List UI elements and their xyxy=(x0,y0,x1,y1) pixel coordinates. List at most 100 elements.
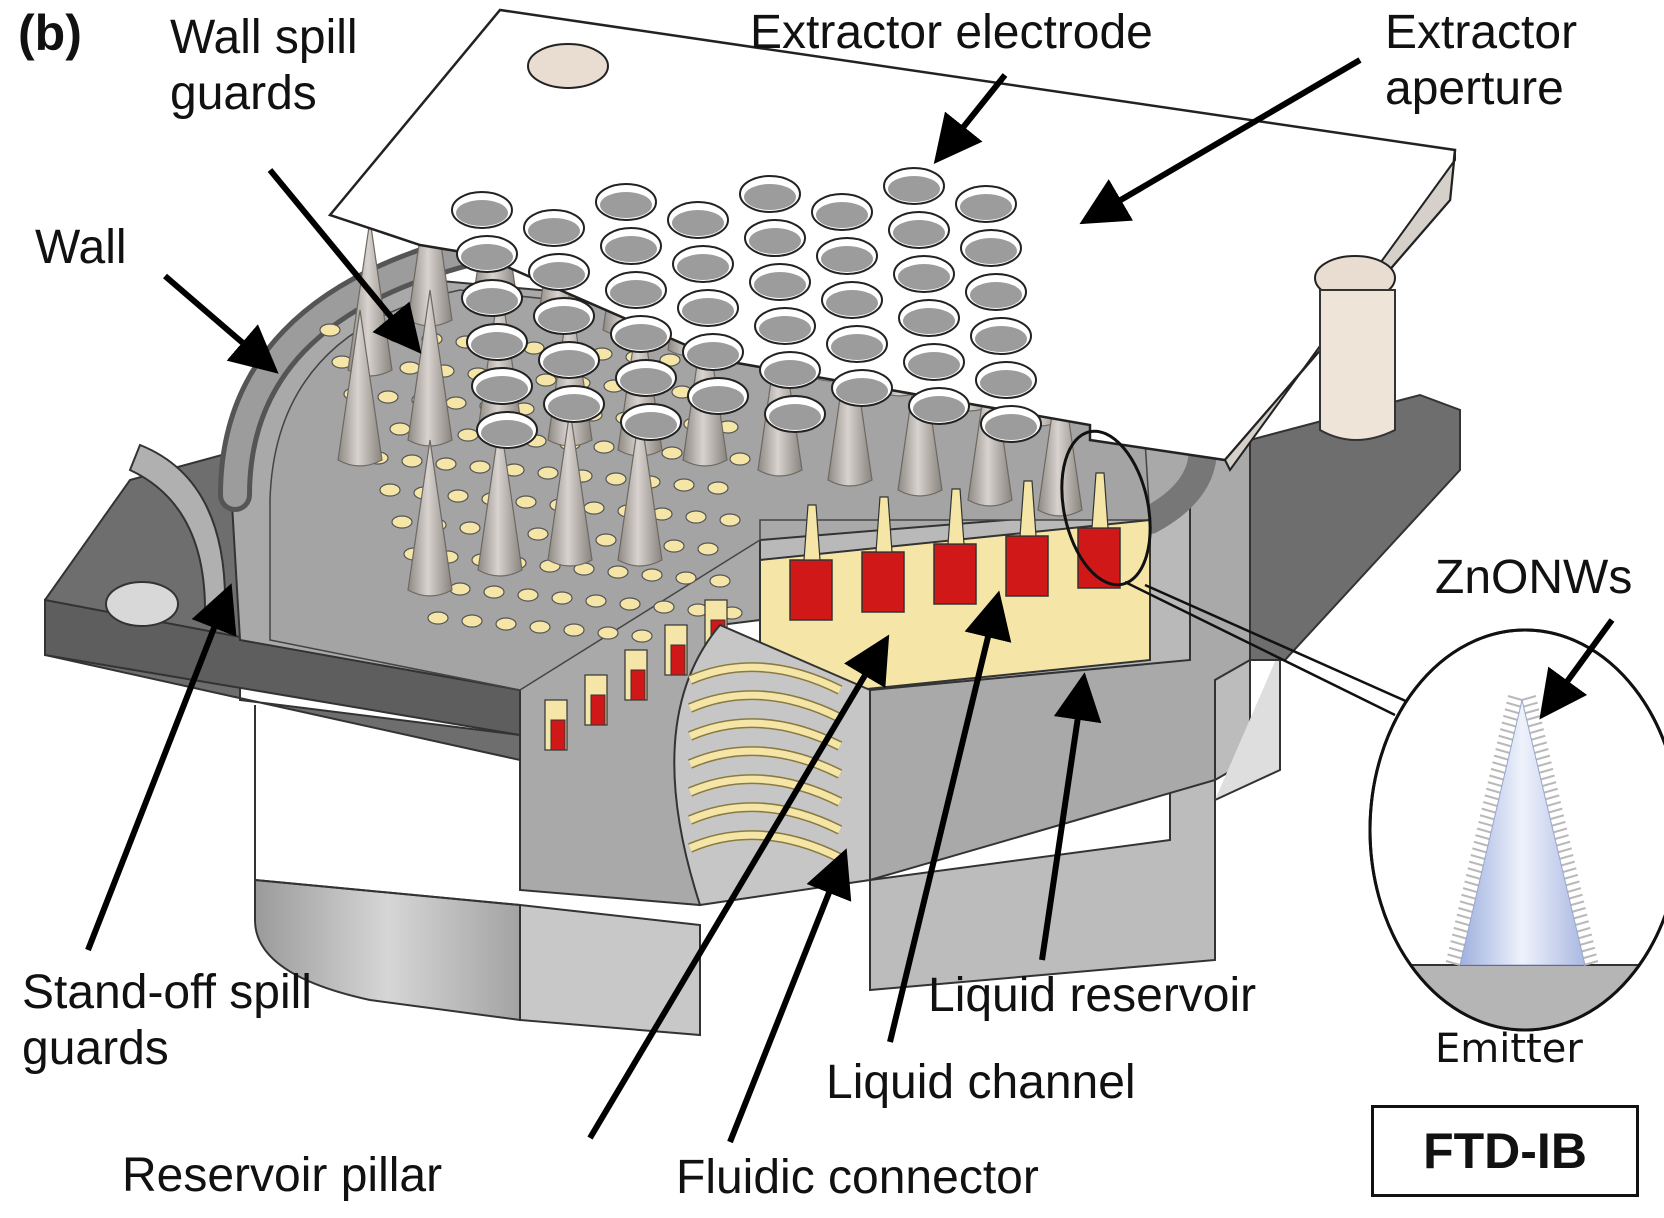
nanowire xyxy=(1546,801,1562,807)
extractor-electrode-plate xyxy=(327,8,1457,472)
label-arrows xyxy=(85,57,1615,1144)
arrow-liquid-channel xyxy=(887,590,1012,1043)
nanowire xyxy=(1473,840,1489,847)
aperture-interior xyxy=(759,316,811,342)
nanowire xyxy=(1478,820,1493,827)
label-extractor-electrode: Extractor electrode xyxy=(750,6,1153,59)
reservoir-hole xyxy=(673,478,695,492)
nanowire xyxy=(1455,920,1470,927)
nanowire xyxy=(1565,880,1580,887)
nanowire xyxy=(1521,695,1537,701)
aperture-interior xyxy=(620,368,672,394)
nanowire xyxy=(1540,774,1555,781)
label-liquid-channel: Liquid channel xyxy=(826,1056,1136,1109)
aperture-interior xyxy=(600,192,652,218)
nanowire xyxy=(1541,781,1557,788)
label-reservoir-pillar: Reservoir pillar xyxy=(122,1149,443,1202)
aperture-interior xyxy=(888,176,940,202)
nanowire xyxy=(1464,880,1479,887)
reservoir-hole xyxy=(719,513,741,527)
arrow-znonws xyxy=(1539,618,1615,720)
nanowire xyxy=(1544,794,1560,801)
aperture-interior xyxy=(893,220,945,246)
reservoir-hole xyxy=(399,361,421,375)
aperture-interior xyxy=(687,342,739,368)
nanowire xyxy=(1569,900,1585,907)
nanowire xyxy=(1537,761,1552,768)
nanowire xyxy=(1554,834,1569,841)
aperture-interior xyxy=(610,280,662,306)
nanowire xyxy=(1580,946,1596,953)
reservoir-hole xyxy=(585,594,607,608)
reservoir-hole xyxy=(595,533,617,547)
aperture-interior xyxy=(605,236,657,262)
nanowire xyxy=(1532,741,1548,748)
aperture-interior xyxy=(965,238,1017,264)
reservoir-hole xyxy=(551,591,573,605)
emitter-cone xyxy=(1459,699,1586,966)
reservoir-hole xyxy=(427,611,449,625)
aperture-interior xyxy=(836,378,888,404)
reservoir-hole xyxy=(597,626,619,640)
aperture-interior xyxy=(672,210,724,236)
label-znonws: ZnONWs xyxy=(1435,551,1633,604)
nanowire xyxy=(1551,820,1566,827)
aperture-interior xyxy=(898,264,950,290)
reservoir-hole xyxy=(515,495,537,509)
nanowire xyxy=(1538,767,1554,774)
arrow-reservoir-pillar xyxy=(587,634,890,1140)
nanowire xyxy=(1571,907,1586,913)
label-stand-off-spill-guards: Stand-off spill guards xyxy=(22,966,312,1075)
reservoir-hole xyxy=(483,585,505,599)
nanowire xyxy=(1484,794,1500,801)
nanowire xyxy=(1574,920,1589,927)
arrow-fluidic-connector xyxy=(727,848,852,1144)
device-name-box: FTD-IB xyxy=(1371,1105,1639,1197)
reservoir-hole xyxy=(593,440,615,454)
reservoir-hole xyxy=(449,582,471,596)
aperture-interior xyxy=(615,324,667,350)
reservoir-hole xyxy=(435,457,457,471)
aperture-interior xyxy=(985,414,1037,440)
reservoir-hole xyxy=(517,588,539,602)
connector-thread xyxy=(688,691,842,722)
reservoir-hole xyxy=(377,390,399,404)
reservoir-hole xyxy=(389,422,411,436)
label-fluidic-connector: Fluidic connector xyxy=(676,1151,1039,1204)
nanowire xyxy=(1487,781,1503,788)
nanowire xyxy=(1475,834,1490,841)
emitter-cone xyxy=(617,409,663,567)
nanowire xyxy=(1563,873,1579,880)
nanowire xyxy=(1445,960,1461,966)
nanowire xyxy=(1468,860,1484,867)
znonws-nanowires xyxy=(1445,695,1599,966)
liquid-channel xyxy=(875,496,893,553)
reservoir-hole xyxy=(457,428,479,442)
aperture-interior xyxy=(769,404,821,430)
aperture-interior xyxy=(831,334,883,360)
reservoir-hole xyxy=(619,597,641,611)
flange-mount-hole xyxy=(105,581,179,627)
arrow-liquid-reservoir xyxy=(1039,672,1102,961)
aperture-interior xyxy=(625,412,677,438)
nanowire xyxy=(1490,767,1506,774)
nanowire xyxy=(1534,748,1549,754)
aperture-interior xyxy=(960,194,1012,220)
nanowire xyxy=(1481,807,1496,814)
aperture-interior xyxy=(764,360,816,386)
nanowire xyxy=(1555,840,1571,847)
aperture-interior xyxy=(821,246,873,272)
emitter-inset xyxy=(1368,628,1664,1032)
nanowire xyxy=(1507,695,1523,701)
reservoir-hole xyxy=(469,460,491,474)
arrow-wall-spill-guards xyxy=(267,168,422,354)
reservoir-hole xyxy=(675,571,697,585)
nanowire xyxy=(1495,748,1510,754)
reservoir-hole xyxy=(605,472,627,486)
nanowire xyxy=(1558,854,1574,860)
nanowire xyxy=(1447,953,1462,960)
nanowire xyxy=(1499,728,1515,735)
arrow-stand-off-spill-guards xyxy=(85,583,237,952)
nanowire xyxy=(1462,887,1478,894)
nanowire xyxy=(1479,814,1495,821)
